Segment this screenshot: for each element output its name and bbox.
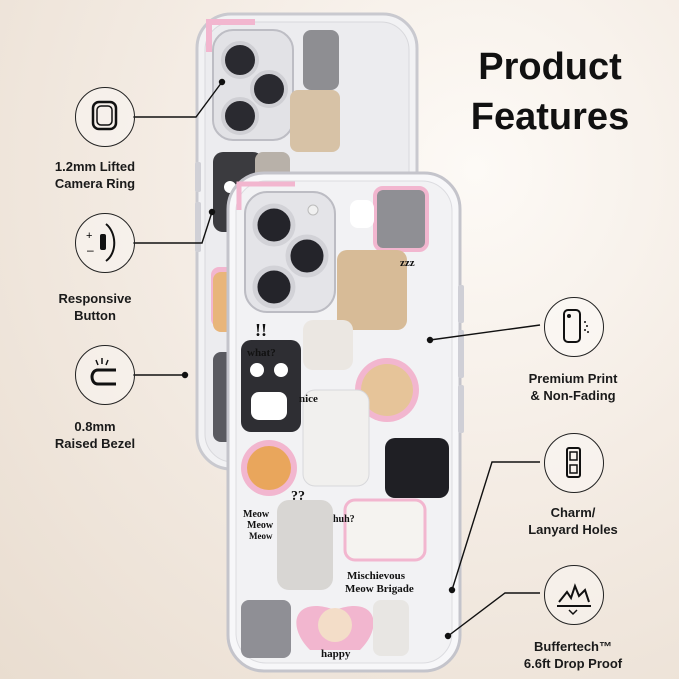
feature-button-label: Responsive Button bbox=[58, 291, 132, 323]
sticker-huh: huh? bbox=[333, 514, 355, 525]
sticker-hmm: ?? bbox=[291, 489, 305, 504]
sticker-meow-3: Meow bbox=[249, 531, 273, 541]
feature-bezel-label: 0.8mm Raised Bezel bbox=[54, 419, 136, 451]
sticker-meow-1: Meow bbox=[243, 509, 270, 520]
bezel-icon bbox=[75, 345, 135, 405]
front-phone-case: !! what? nice zzz ?? huh? Meow Meow Meow… bbox=[226, 171, 464, 673]
camera-ring-icon bbox=[75, 87, 135, 147]
title-line-1: Product bbox=[478, 46, 622, 88]
lanyard-hole-icon bbox=[544, 433, 604, 493]
svg-text:–: – bbox=[87, 243, 94, 257]
sticker-happy: happy bbox=[321, 648, 351, 660]
sticker-what: what? bbox=[247, 347, 276, 359]
feature-camera-ring-label: 1.2mm Lifted Camera Ring bbox=[54, 159, 136, 191]
sticker-brigade-1: Mischievous bbox=[347, 570, 406, 582]
sticker-zzz: zzz bbox=[400, 257, 415, 269]
feature-drop-label: Buffertech™ 6.6ft Drop Proof bbox=[523, 639, 623, 671]
button-icon: +– bbox=[75, 213, 135, 273]
title-line-2: Features bbox=[470, 96, 630, 138]
sticker-nice: nice bbox=[299, 393, 318, 405]
feature-print-label: Premium Print & Non-Fading bbox=[528, 371, 618, 403]
sticker-excl: !! bbox=[255, 320, 267, 340]
svg-text:+: + bbox=[86, 230, 92, 242]
feature-holes-label: Charm/ Lanyard Holes bbox=[528, 505, 618, 537]
sticker-brigade-2: Meow Brigade bbox=[345, 583, 414, 595]
print-icon bbox=[544, 297, 604, 357]
page-title: Product Features bbox=[440, 42, 660, 142]
drop-proof-icon bbox=[544, 565, 604, 625]
sticker-meow-2: Meow bbox=[247, 520, 274, 531]
